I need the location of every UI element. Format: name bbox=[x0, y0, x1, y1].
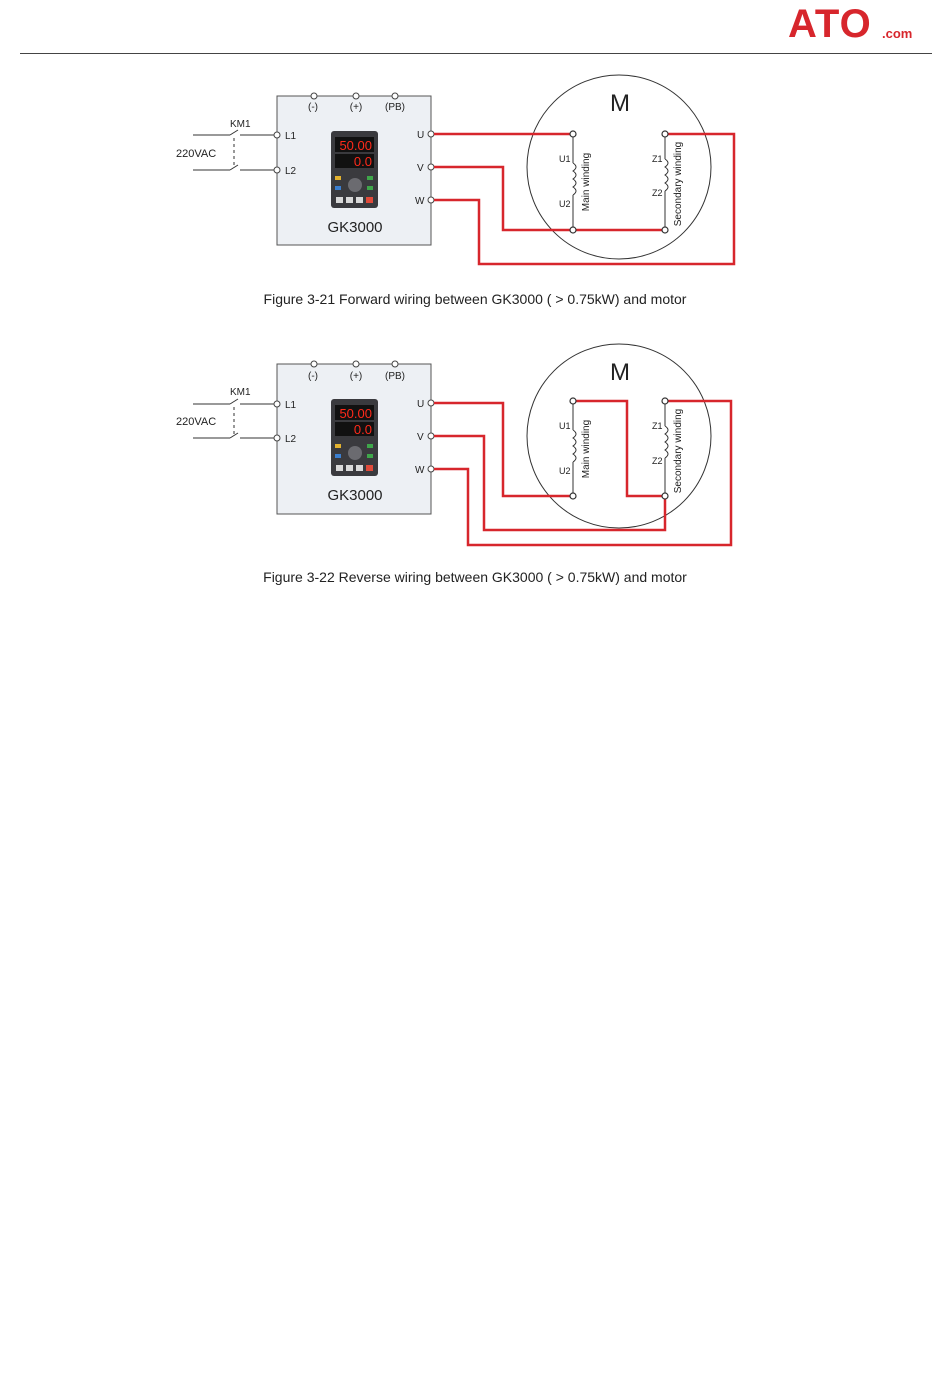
drive-keypad bbox=[331, 131, 378, 208]
output-wiring bbox=[434, 132, 736, 266]
secondary-winding-label: Secondary winding bbox=[673, 142, 684, 227]
terminal-w-label: W bbox=[415, 196, 425, 207]
main-winding-u2: U2 bbox=[559, 199, 571, 209]
terminal-v-label: V bbox=[417, 432, 424, 443]
secondary-winding-z1: Z1 bbox=[652, 154, 663, 164]
terminal-l2-label: L2 bbox=[285, 166, 297, 177]
terminal-minus-label: (-) bbox=[308, 371, 318, 382]
display-frequency: 50.00 bbox=[339, 138, 372, 153]
dc-bus-terminals bbox=[310, 360, 399, 368]
input-terminals bbox=[273, 131, 281, 174]
ato-logo-suffix: .com bbox=[882, 26, 913, 41]
main-winding-u1: U1 bbox=[559, 421, 571, 431]
main-winding bbox=[572, 134, 577, 230]
input-terminals bbox=[273, 400, 281, 442]
secondary-winding bbox=[664, 401, 669, 496]
terminal-v-label: V bbox=[417, 163, 424, 174]
main-winding-label: Main winding bbox=[581, 153, 592, 211]
display-frequency: 50.00 bbox=[339, 406, 372, 421]
secondary-winding bbox=[664, 134, 669, 230]
output-terminals bbox=[427, 130, 435, 204]
motor-outline bbox=[526, 343, 712, 529]
terminal-plus-label: (+) bbox=[350, 371, 363, 382]
terminal-pb-label: (PB) bbox=[385, 371, 405, 382]
terminal-u-label: U bbox=[417, 130, 424, 141]
ato-logo: ATO bbox=[788, 2, 872, 46]
motor-label: M bbox=[610, 90, 630, 117]
motor-outline bbox=[526, 74, 712, 260]
drive-model-label: GK3000 bbox=[327, 219, 382, 236]
secondary-winding-z1: Z1 bbox=[652, 421, 663, 431]
header-divider bbox=[20, 53, 932, 54]
dc-bus-terminals bbox=[310, 92, 399, 100]
main-winding-u2: U2 bbox=[559, 466, 571, 476]
terminal-pb-label: (PB) bbox=[385, 102, 405, 113]
drive-model-label: GK3000 bbox=[327, 487, 382, 504]
terminal-l2-label: L2 bbox=[285, 434, 297, 445]
display-secondary: 0.0 bbox=[354, 154, 372, 169]
contactor-label: KM1 bbox=[230, 387, 251, 398]
terminal-l1-label: L1 bbox=[285, 131, 297, 142]
terminal-w-label: W bbox=[415, 465, 425, 476]
motor-label: M bbox=[610, 359, 630, 386]
drive-keypad bbox=[331, 399, 378, 476]
figure-3-21-caption: Figure 3-21 Forward wiring between GK300… bbox=[263, 291, 687, 307]
secondary-winding-label: Secondary winding bbox=[673, 409, 684, 494]
output-wiring bbox=[434, 399, 733, 547]
forward-wiring-diagram: KM1 220VAC (-) (+) (PB) L1 L2 U V W 50.0… bbox=[176, 74, 736, 266]
terminal-u-label: U bbox=[417, 399, 424, 410]
page-header: ATO .com bbox=[0, 0, 950, 60]
main-winding bbox=[572, 401, 577, 496]
display-secondary: 0.0 bbox=[354, 422, 372, 437]
secondary-winding-z2: Z2 bbox=[652, 456, 663, 466]
terminal-plus-label: (+) bbox=[350, 102, 363, 113]
supply-contactor bbox=[193, 398, 276, 439]
figure-3-22-caption: Figure 3-22 Reverse wiring between GK300… bbox=[263, 569, 687, 585]
supply-label: 220VAC bbox=[176, 416, 216, 428]
secondary-winding-z2: Z2 bbox=[652, 188, 663, 198]
supply-label: 220VAC bbox=[176, 148, 216, 160]
main-winding-label: Main winding bbox=[581, 420, 592, 478]
main-winding-u1: U1 bbox=[559, 154, 571, 164]
terminal-l1-label: L1 bbox=[285, 400, 297, 411]
reverse-wiring-diagram: KM1 220VAC (-) (+) (PB) L1 L2 U V W 50.0… bbox=[176, 343, 733, 547]
contactor-label: KM1 bbox=[230, 119, 251, 130]
supply-contactor bbox=[193, 129, 276, 171]
terminal-minus-label: (-) bbox=[308, 102, 318, 113]
